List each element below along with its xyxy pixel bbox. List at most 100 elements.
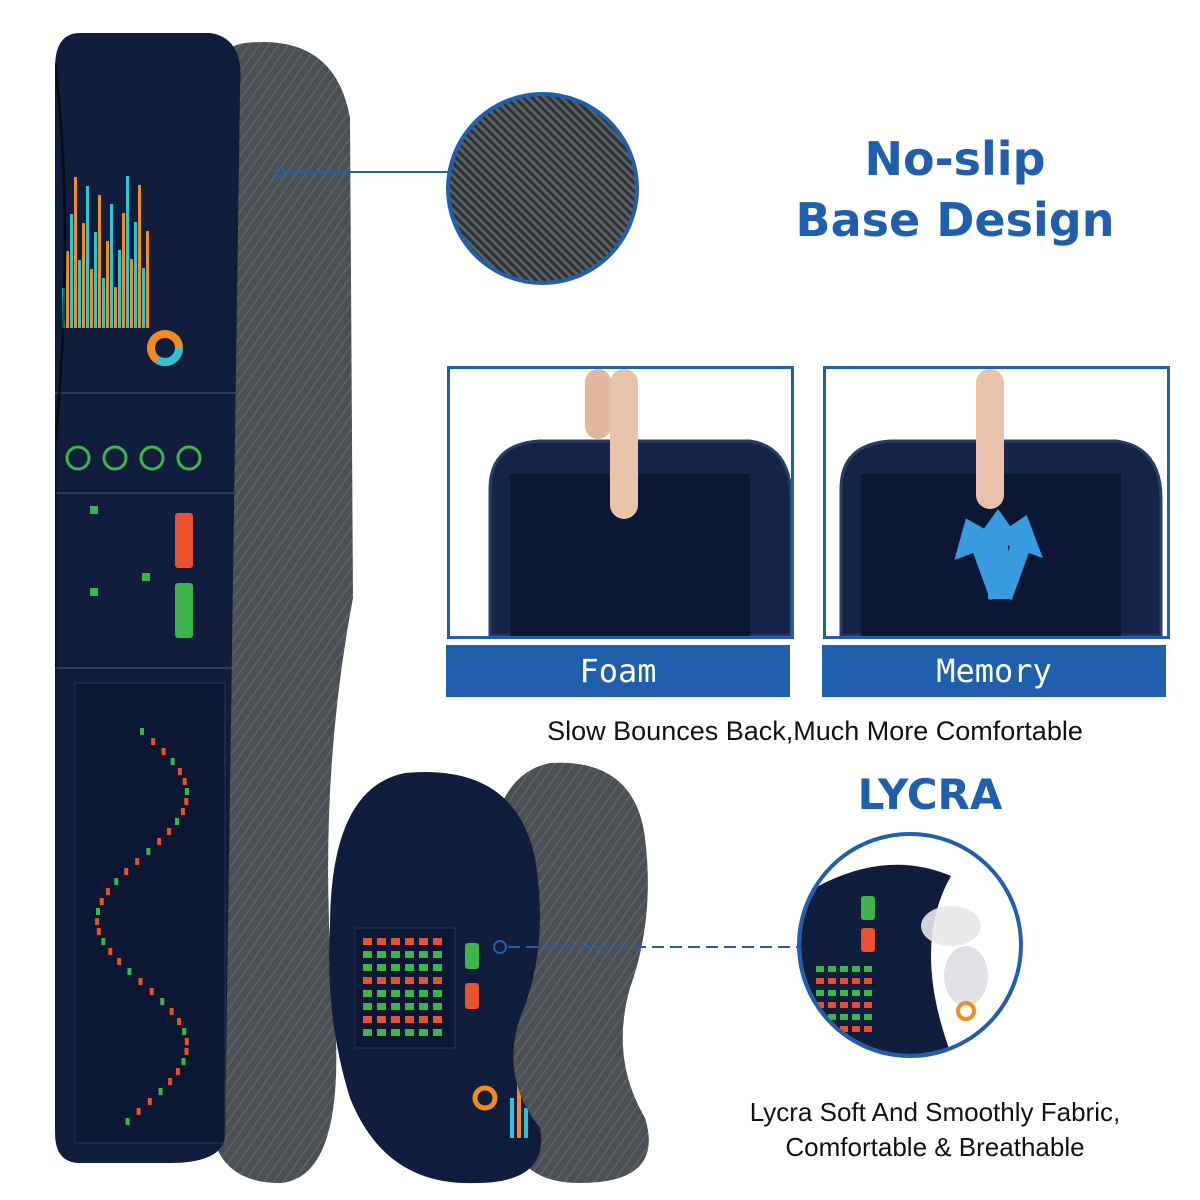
decor-candle	[184, 1038, 189, 1045]
connector-line	[275, 167, 465, 177]
decor-cell	[377, 1003, 386, 1010]
decor-candle	[96, 928, 101, 935]
decor-cell	[864, 990, 872, 996]
decor-cell	[377, 1029, 386, 1036]
decor-cell	[377, 951, 386, 958]
decor-candle	[105, 888, 110, 895]
decor-candle	[114, 878, 119, 885]
decor-bar	[106, 241, 109, 328]
decor-candle	[138, 978, 143, 985]
decor-candle	[151, 738, 156, 745]
headline-line2: Base Design	[795, 193, 1115, 248]
decor-cell	[377, 938, 386, 945]
decor-candle	[184, 798, 189, 805]
decor-bar	[146, 231, 149, 328]
decor-bar	[90, 269, 93, 328]
decor-bar	[110, 204, 113, 328]
decor-cell	[840, 1026, 848, 1032]
keyboard-rest-base	[200, 41, 353, 1183]
decor-cell	[377, 977, 386, 984]
decor-cell	[377, 964, 386, 971]
decor-cell	[433, 964, 442, 971]
decor-candle	[170, 758, 175, 765]
decor-cell	[363, 964, 372, 971]
decor-candle	[166, 828, 171, 835]
decor-candle	[147, 1098, 152, 1105]
decor-cell	[828, 1014, 836, 1020]
decor-candle	[175, 1068, 180, 1075]
decor-cell	[363, 1003, 372, 1010]
keyboard-rest-top	[55, 33, 241, 1163]
decor-candle	[146, 848, 151, 855]
rebound-arrows	[954, 509, 1043, 601]
decor-bar	[118, 250, 121, 328]
decor-cell	[391, 964, 400, 971]
decor-cell	[852, 978, 860, 984]
decor-cell	[816, 1026, 824, 1032]
decor-cell	[363, 1029, 372, 1036]
decor-cell	[419, 938, 428, 945]
decor-candle	[140, 728, 144, 735]
decor-candle	[161, 748, 166, 755]
decor-cell	[852, 990, 860, 996]
decor-bar	[130, 259, 133, 328]
lycra-caption-line1: Lycra Soft And Smoothly Fabric,	[749, 1097, 1121, 1127]
decor-bar	[70, 214, 73, 328]
decor-cell	[405, 951, 414, 958]
decor-cell	[840, 966, 848, 972]
decor-cell	[405, 1016, 414, 1023]
decor-bar	[102, 278, 105, 328]
decor-candle	[168, 1078, 173, 1085]
decor-cell	[405, 1029, 414, 1036]
decor-candle	[96, 908, 101, 915]
decor-candle	[108, 948, 113, 955]
decor-candle	[135, 858, 140, 865]
decor-cell	[391, 951, 400, 958]
decor-bar	[98, 195, 101, 328]
decor-bar	[126, 176, 129, 328]
decor-cell	[405, 977, 414, 984]
lycra-caption: Lycra Soft And Smoothly Fabric, Comforta…	[700, 1095, 1170, 1165]
decor-cell	[391, 990, 400, 997]
decor-cell	[363, 977, 372, 984]
decor-candle	[127, 968, 132, 975]
decor-cell	[852, 1014, 860, 1020]
decor-candle	[101, 938, 106, 945]
decor-bar	[138, 185, 141, 328]
decor-cell	[852, 1002, 860, 1008]
decor-bar	[114, 287, 117, 328]
decor-cell	[419, 977, 428, 984]
decor-cell	[391, 1029, 400, 1036]
decor-bar	[66, 251, 69, 328]
decor-bar	[134, 222, 137, 328]
decor-candle	[124, 868, 129, 875]
decor-cell	[377, 1016, 386, 1023]
decor-cell	[377, 990, 386, 997]
decor-candle	[160, 998, 165, 1005]
palm-rest-top	[329, 772, 542, 1184]
decor-cell	[405, 990, 414, 997]
decor-cell	[840, 978, 848, 984]
decor-cell	[840, 1002, 848, 1008]
decor-cell	[816, 1014, 824, 1020]
memory-panel	[823, 366, 1170, 639]
decor-cell	[405, 938, 414, 945]
decor-cell	[816, 1002, 824, 1008]
decor-cell	[391, 1016, 400, 1023]
lycra-title: LYCRA	[857, 770, 1003, 819]
decor-candle	[175, 818, 180, 825]
decor-cell	[433, 1029, 442, 1036]
decor-candle	[117, 958, 122, 965]
decor-cell	[816, 978, 824, 984]
decor-candle	[184, 1048, 189, 1055]
decor-cell	[816, 966, 824, 972]
foam-illustration	[450, 369, 791, 636]
decor-cell	[852, 1026, 860, 1032]
decor-cell	[828, 1002, 836, 1008]
decor-candle	[95, 918, 100, 925]
decor-cell	[864, 966, 872, 972]
decor-cell	[391, 1003, 400, 1010]
decor-cell	[433, 977, 442, 984]
decor-cell	[433, 990, 442, 997]
foam-label: Foam	[446, 645, 790, 697]
